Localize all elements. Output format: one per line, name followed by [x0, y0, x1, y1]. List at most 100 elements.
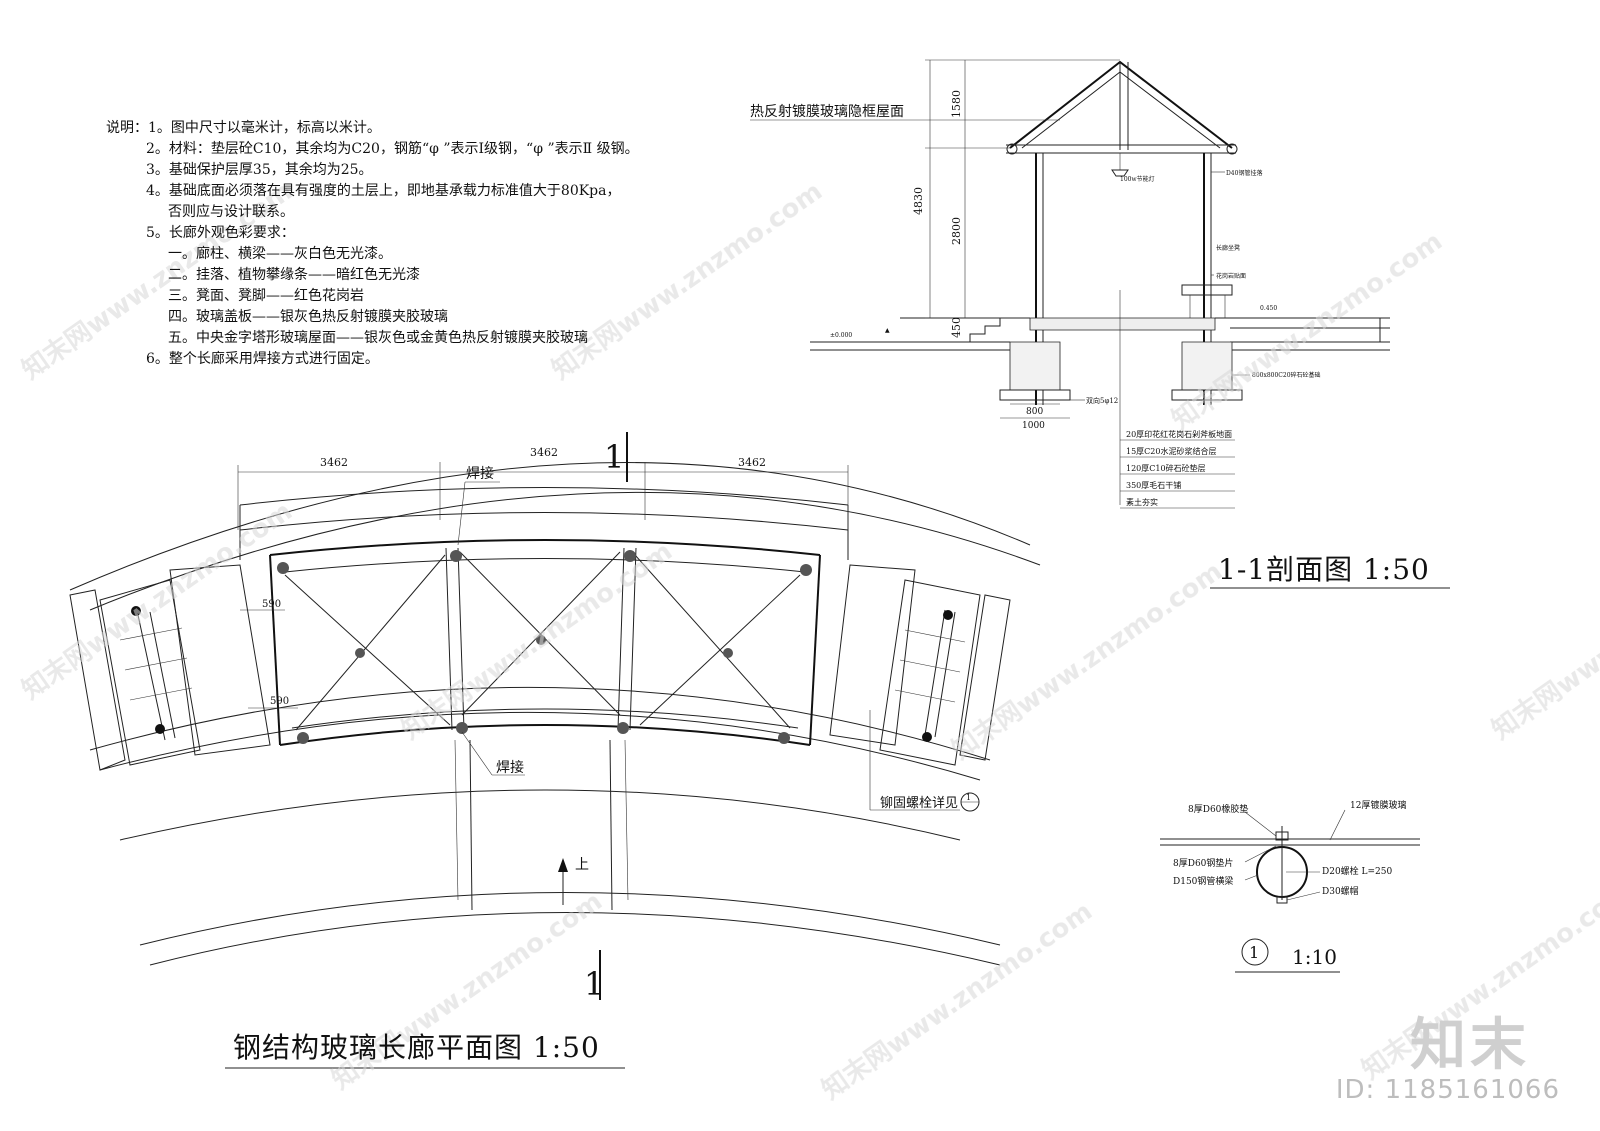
roof-band-top [239, 487, 849, 506]
node [277, 562, 289, 574]
note-line: 说明：1。图中尺寸以毫米计，标高以米计。 [106, 120, 381, 136]
node [355, 648, 365, 658]
section-mark-top: 1 [604, 438, 624, 476]
note-line: 一。廊柱、横梁——灰白色无光漆。 [168, 246, 392, 262]
bolt-label: D20螺栓 L=250 [1322, 865, 1392, 877]
layer-2: 15厚C20水泥砂浆结合层 [1126, 446, 1216, 456]
plan-path-arc [119, 789, 961, 841]
beam-leader [1244, 874, 1259, 881]
note-line: 2。材料：垫层砼C10，其余均为C20，钢筋“φ ”表示Ⅰ级钢，“φ ”表示Ⅱ … [146, 141, 639, 157]
brace-2a [459, 551, 621, 716]
roof-inner [1021, 71, 1221, 149]
plan-outer-arc [69, 462, 1031, 591]
beam-end-left [1006, 143, 1018, 155]
right-rail [924, 609, 946, 736]
dim-1000: 1000 [1022, 421, 1045, 431]
path-edge-right-outer [624, 739, 629, 901]
dim-4830: 4830 [912, 187, 925, 215]
roof-band-bottom [239, 512, 849, 531]
level-left: ±0.000 [830, 332, 852, 339]
section-title: 1-1剖面图 1:50 [1218, 553, 1430, 586]
node [456, 722, 468, 734]
truss-nodes [277, 550, 812, 744]
weld-leader-bottom [461, 731, 493, 776]
dim-590-b: 590 [270, 696, 289, 707]
node [922, 732, 932, 742]
path-edge-left [469, 739, 473, 911]
plan-title: 钢结构玻璃长廊平面图 1:50 [233, 1031, 600, 1064]
brace-1b [295, 554, 446, 731]
brace-3a [634, 554, 791, 729]
node [617, 722, 629, 734]
roof-outline [1009, 60, 1233, 149]
pipe-label: D40钢管挂落 [1226, 169, 1262, 177]
note-line: 五。中央金字塔形玻璃屋面——银灰色或金黄色热反射镀膜夹胶玻璃 [168, 330, 588, 346]
brand-logo: 知末 [1410, 1013, 1530, 1078]
layer-3: 120厚C10碎石砼垫层 [1126, 463, 1206, 473]
node [624, 550, 636, 562]
bolt-note: 铆固螺栓详见 [880, 796, 958, 811]
plan-view: 3462 3462 3462 590 590 1 1 焊接 焊接 铆固螺栓详见 … [69, 432, 1041, 1069]
light-label: 100w节能灯 [1120, 175, 1155, 183]
watermark-text: 知末网www.znzmo.com [1167, 226, 1448, 435]
right-slat [904, 629, 966, 643]
granite-label: 花岗岩贴面 [1216, 272, 1246, 280]
truss-left [269, 554, 281, 746]
rubber-leader [1244, 811, 1277, 837]
truss-post-3b [629, 547, 637, 731]
node [800, 564, 812, 576]
washer-label: 8厚D60钢垫片 [1173, 857, 1233, 869]
section-view: 100w节能灯 D40钢管挂落 长廊坐凳 花岗岩贴面 800x800C20碎石砼… [750, 59, 1450, 589]
note-line: 否则应与设计联系。 [168, 204, 294, 220]
watermark-text: 知末网www.znzmo.com [397, 536, 678, 745]
right-side-box [829, 564, 916, 746]
footing-base-right [1171, 389, 1243, 401]
left-slat [129, 687, 193, 701]
detail-title-circle [1241, 938, 1269, 966]
left-bench [99, 579, 201, 766]
plan-outer-arc-2 [89, 491, 1041, 611]
bench-top [1181, 284, 1233, 296]
dim-3462-right: 3462 [738, 456, 766, 469]
left-rail-b [149, 611, 176, 739]
detail-ref-num: 1 [966, 793, 971, 802]
detail-title-num: 1 [1249, 943, 1259, 962]
beam-end-right [1226, 143, 1238, 155]
watermark-text: 知末网www.znzmo.com [817, 896, 1098, 1105]
dim-3462-left: 3462 [320, 456, 348, 469]
layer-1: 20厚印花红花岗石剁斧板地面 [1126, 429, 1232, 439]
weld-label-bottom: 焊接 [496, 759, 524, 776]
plan-path-arc-low [139, 892, 1001, 946]
note-line: 二。挂落、植物攀缘条——暗红色无光漆 [168, 267, 420, 283]
beam-label: D150钢管横梁 [1173, 875, 1233, 887]
watermark-text: 知末网www.znzmo.com [17, 496, 298, 705]
watermark-text: 知末网www.znzmo.com [1487, 536, 1600, 745]
rebar-label: 双向5φ12 [1086, 396, 1118, 405]
truss-post-3 [617, 547, 625, 731]
truss-bottom [279, 724, 811, 746]
dim-3462-mid: 3462 [530, 446, 558, 459]
weld-label-top: 焊接 [466, 465, 494, 482]
right-slat [894, 689, 956, 703]
left-slat [124, 657, 188, 671]
watermark-text: 知末网www.znzmo.com [947, 556, 1228, 765]
left-side-structure [69, 564, 271, 771]
left-end-panel [69, 589, 126, 771]
dim-1580: 1580 [950, 90, 963, 118]
foundation-label: 800x800C20碎石砼基础 [1252, 371, 1321, 379]
design-notes: 说明：1。图中尺寸以毫米计，标高以米计。 2。材料：垫层砼C10，其余均为C20… [106, 118, 639, 370]
truss-top-inner [284, 558, 806, 573]
right-rail-b [934, 611, 956, 738]
truss-post-2b [457, 547, 465, 731]
path-edge-left-outer [454, 739, 459, 901]
left-slat [119, 627, 183, 641]
right-bench [879, 579, 981, 766]
light-fixture [1111, 169, 1129, 177]
note-line: 5。长廊外观色彩要求： [146, 225, 295, 241]
washer-leader [1244, 845, 1277, 863]
dim-450: 450 [950, 317, 963, 338]
truss-top [269, 539, 821, 556]
cap-label: D30螺帽 [1322, 885, 1359, 897]
glass-label: 12厚镀膜玻璃 [1350, 799, 1406, 811]
plan-inner-arc-2 [99, 711, 981, 781]
